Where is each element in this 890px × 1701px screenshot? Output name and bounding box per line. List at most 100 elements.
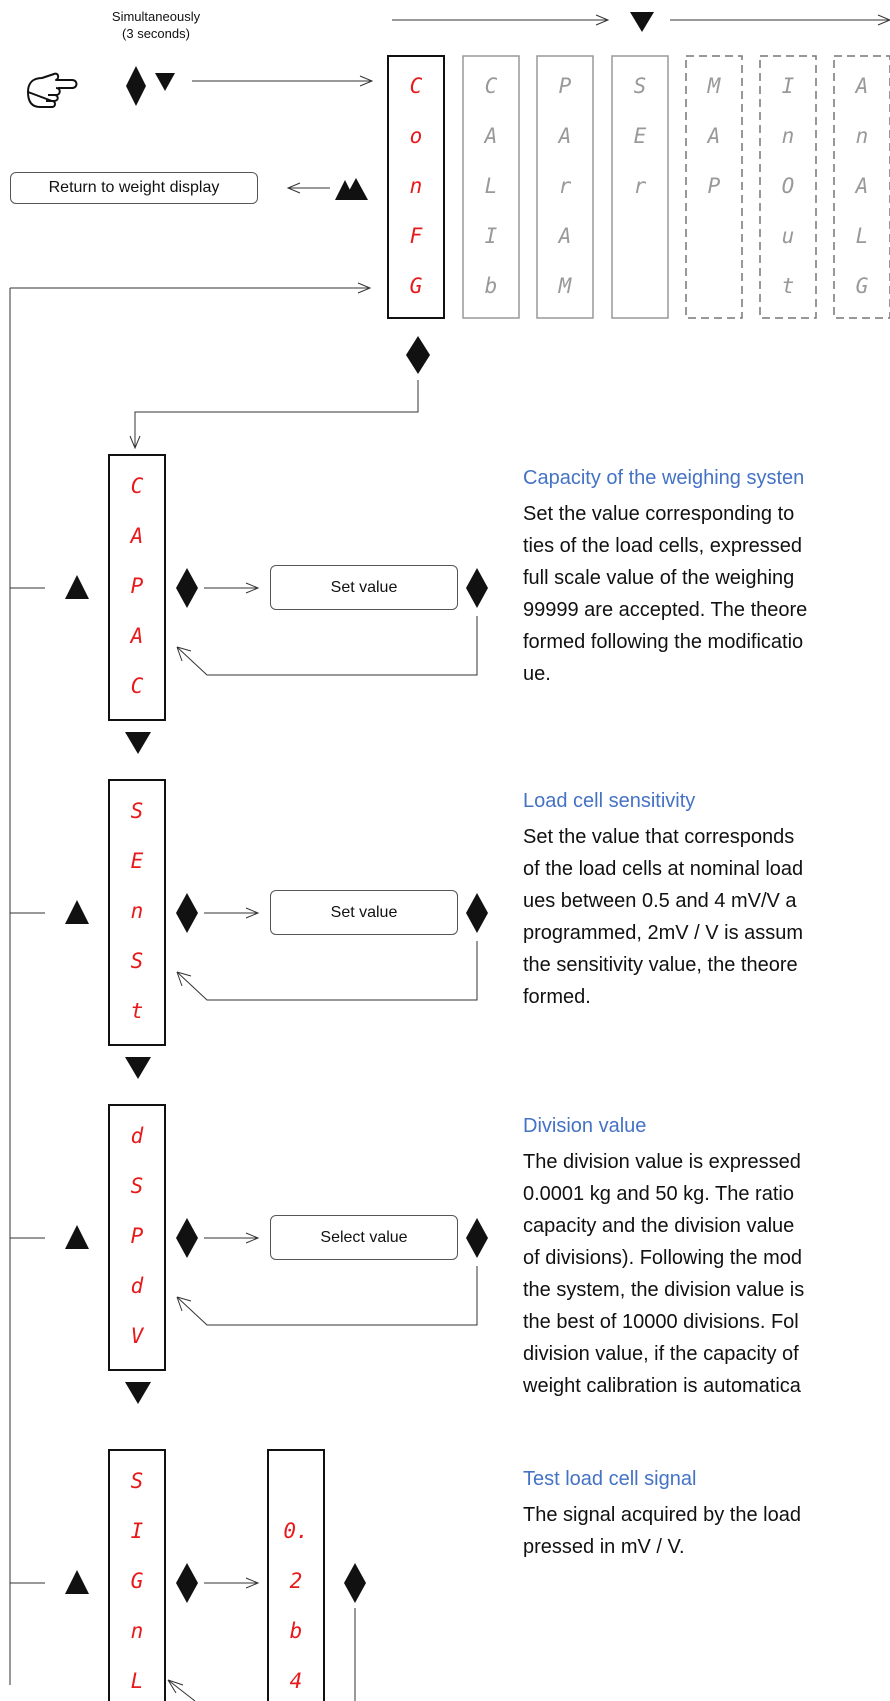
menu-config-char: C xyxy=(410,74,423,98)
param-senst-confirm-diamond-icon xyxy=(466,893,488,933)
param-senst-char: S xyxy=(131,949,144,973)
menu-param-char: r xyxy=(559,174,572,198)
menu-map[interactable]: MAP xyxy=(685,55,743,319)
menu-map-char: A xyxy=(706,124,721,148)
param-capac-char: A xyxy=(129,524,144,548)
menu-ser[interactable]: SEr xyxy=(611,55,669,319)
scroll-down-triangle-icon xyxy=(630,12,654,32)
menu-config-char: n xyxy=(410,174,423,198)
param-capac-down-triangle-icon xyxy=(125,732,151,754)
menu-config-char: G xyxy=(410,274,423,298)
param-senst-char: E xyxy=(131,849,144,873)
enter-diamond-icon xyxy=(126,66,146,106)
param-dspdv-down-triangle-icon xyxy=(125,1382,151,1404)
signal-diamond-icon xyxy=(344,1563,366,1603)
param-capac-char: C xyxy=(131,474,144,498)
param-signl-up-triangle-icon xyxy=(65,1570,89,1594)
menu-ser-char: E xyxy=(634,124,647,148)
param-dspdv-box xyxy=(108,1104,166,1371)
param-capac-char: P xyxy=(131,574,144,598)
menu-config[interactable]: Co nF G xyxy=(387,55,445,319)
signal-title: Test load cell signal xyxy=(523,1468,697,1490)
param-capac[interactable]: C A P A C xyxy=(108,454,166,721)
menu-inout-char: u xyxy=(782,224,795,248)
menu-calib-char: L xyxy=(485,174,498,198)
sensitivity-text: Set the value that corresponds of the lo… xyxy=(523,826,804,1008)
menu-calib-box xyxy=(462,55,520,319)
param-senst-char: n xyxy=(131,899,144,923)
param-senst-enter-diamond-icon xyxy=(176,893,198,933)
param-capac-up-triangle-icon xyxy=(65,575,89,599)
return-button-label: Return to weight display xyxy=(48,179,220,196)
menu-inout-char: O xyxy=(782,174,795,198)
param-dspdv-up-triangle-icon xyxy=(65,1225,89,1249)
simultaneous-label: Simultaneously (3 seconds) xyxy=(86,8,226,42)
signal-readout-char: 4 xyxy=(290,1669,303,1693)
sensitivity-title: Load cell sensitivity xyxy=(523,790,696,812)
pointing-hand-icon xyxy=(27,72,78,108)
menu-config-char: o xyxy=(410,124,423,148)
menu-analg-char: G xyxy=(856,274,869,298)
division-title: Division value xyxy=(523,1115,647,1137)
menu-map-char: P xyxy=(708,174,721,198)
param-capac-char: C xyxy=(131,674,144,698)
param-capac-char: A xyxy=(129,624,144,648)
menu-ser-box xyxy=(611,55,669,319)
param-signl-char: I xyxy=(131,1519,144,1543)
menu-analg-char: A xyxy=(854,174,869,198)
menu-inout-box xyxy=(759,55,817,319)
param-dspdv-confirm-diamond-icon xyxy=(466,1218,488,1258)
return-to-weight-display-button[interactable]: Return to weight display xyxy=(10,172,258,204)
menu-config-char: F xyxy=(410,224,423,248)
signal-description: Test load cell signal The signal acquire… xyxy=(523,1468,890,1563)
menu-param-char: A xyxy=(557,224,572,248)
signal-readout-display: 0. 2 b 4 xyxy=(267,1449,325,1701)
menu-param-box xyxy=(536,55,594,319)
menu-map-box xyxy=(685,55,743,319)
division-description: Division value The division value is exp… xyxy=(523,1115,890,1402)
menu-analg-char: n xyxy=(856,124,869,148)
param-senst-up-triangle-icon xyxy=(65,900,89,924)
menu-analg-char: L xyxy=(856,224,869,248)
signal-readout-char: 2 xyxy=(290,1569,303,1593)
capacity-description: Capacity of the weighing systen Set the … xyxy=(523,467,890,690)
param-senst-char: t xyxy=(131,999,144,1023)
param-signl-char: S xyxy=(131,1469,144,1493)
capacity-text: Set the value corresponding to ties of t… xyxy=(523,503,808,685)
param-senst-box xyxy=(108,779,166,1046)
param-senst-down-triangle-icon xyxy=(125,1057,151,1079)
menu-inout-char: I xyxy=(782,74,795,98)
division-text: The division value is expressed 0.0001 k… xyxy=(523,1151,805,1397)
menu-analg-char: A xyxy=(854,74,869,98)
param-dspdv-enter-diamond-icon xyxy=(176,1218,198,1258)
menu-param-char: M xyxy=(558,274,573,298)
select-division-label: Select value xyxy=(320,1228,408,1246)
menu-calib-char: I xyxy=(485,224,498,248)
param-signl-char: G xyxy=(131,1569,144,1593)
param-senst-char: S xyxy=(131,799,144,823)
param-signl-char: L xyxy=(131,1669,144,1693)
set-sensitivity-label: Set value xyxy=(330,903,398,921)
signal-text: The signal acquired by the load pressed … xyxy=(523,1504,801,1558)
param-capac-confirm-diamond-icon xyxy=(466,568,488,608)
signal-readout-char: 0. xyxy=(283,1519,308,1543)
param-dspdv-char: d xyxy=(131,1274,144,1298)
menu-inout-char: n xyxy=(782,124,795,148)
config-enter-diamond-icon xyxy=(406,336,430,374)
param-dspdv-char: d xyxy=(131,1124,144,1148)
set-sensitivity-button[interactable]: Set value xyxy=(270,890,458,935)
set-capacity-button[interactable]: Set value xyxy=(270,565,458,610)
signal-readout-char: b xyxy=(290,1619,303,1643)
param-signl-enter-diamond-icon xyxy=(176,1563,198,1603)
param-capac-box xyxy=(108,454,166,721)
select-division-button[interactable]: Select value xyxy=(270,1215,458,1260)
param-dspdv-char: V xyxy=(131,1324,145,1348)
